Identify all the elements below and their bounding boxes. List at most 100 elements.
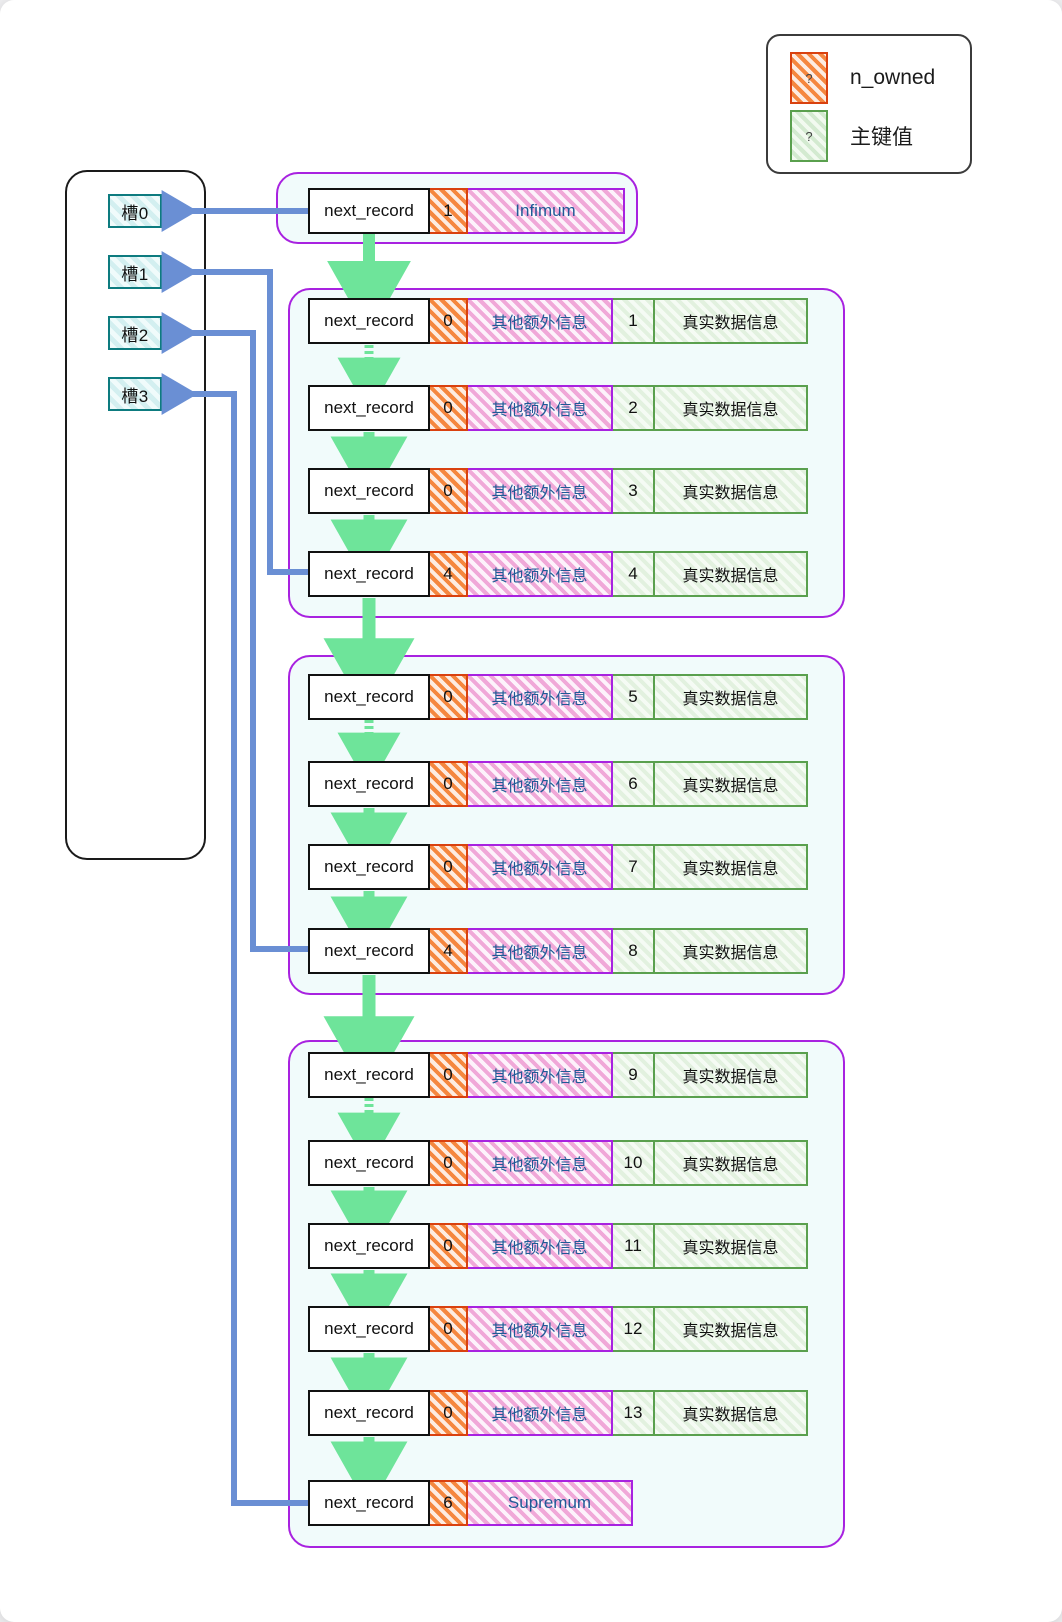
record-infimum-n-owned: 1 (430, 188, 468, 234)
record-13[interactable]: next_record 0 其他额外信息 13 真实数据信息 (308, 1390, 808, 1436)
record-11-extra: 其他额外信息 (468, 1223, 613, 1269)
record-9-key: 9 (613, 1052, 655, 1098)
record-10-key: 10 (613, 1140, 655, 1186)
record-7-data: 真实数据信息 (655, 844, 808, 890)
record-6-extra: 其他额外信息 (468, 761, 613, 807)
record-3-key: 3 (613, 468, 655, 514)
record-6-key: 6 (613, 761, 655, 807)
record-10-data: 真实数据信息 (655, 1140, 808, 1186)
record-6[interactable]: next_record 0 其他额外信息 6 真实数据信息 (308, 761, 808, 807)
n-owned-swatch-icon: ? (790, 52, 828, 104)
record-2-data: 真实数据信息 (655, 385, 808, 431)
record-group-3 (288, 1040, 845, 1548)
record-10[interactable]: next_record 0 其他额外信息 10 真实数据信息 (308, 1140, 808, 1186)
record-supremum-n-owned: 6 (430, 1480, 468, 1526)
record-9-extra: 其他额外信息 (468, 1052, 613, 1098)
record-1-next-record: next_record (308, 298, 430, 344)
record-11[interactable]: next_record 0 其他额外信息 11 真实数据信息 (308, 1223, 808, 1269)
record-4-extra: 其他额外信息 (468, 551, 613, 597)
slot-1[interactable]: 槽1 (108, 255, 162, 289)
record-12-next-record: next_record (308, 1306, 430, 1352)
record-supremum[interactable]: next_record 6 Supremum (308, 1480, 633, 1526)
record-2-n-owned: 0 (430, 385, 468, 431)
record-6-next-record: next_record (308, 761, 430, 807)
record-13-data: 真实数据信息 (655, 1390, 808, 1436)
record-9-n-owned: 0 (430, 1052, 468, 1098)
record-2-extra: 其他额外信息 (468, 385, 613, 431)
record-8-next-record: next_record (308, 928, 430, 974)
record-12-data: 真实数据信息 (655, 1306, 808, 1352)
record-7-key: 7 (613, 844, 655, 890)
slot-2[interactable]: 槽2 (108, 316, 162, 350)
record-6-data: 真实数据信息 (655, 761, 808, 807)
record-3-n-owned: 0 (430, 468, 468, 514)
record-3-extra: 其他额外信息 (468, 468, 613, 514)
record-1-data: 真实数据信息 (655, 298, 808, 344)
record-12[interactable]: next_record 0 其他额外信息 12 真实数据信息 (308, 1306, 808, 1352)
n-owned-swatch-mark: ? (805, 70, 813, 86)
record-9[interactable]: next_record 0 其他额外信息 9 真实数据信息 (308, 1052, 808, 1098)
record-9-next-record: next_record (308, 1052, 430, 1098)
legend-panel: ? n_owned ? 主键值 (766, 34, 972, 174)
record-11-next-record: next_record (308, 1223, 430, 1269)
record-7-extra: 其他额外信息 (468, 844, 613, 890)
legend-item-n-owned: ? n_owned (790, 52, 935, 104)
record-11-data: 真实数据信息 (655, 1223, 808, 1269)
slot-0[interactable]: 槽0 (108, 194, 162, 228)
record-8[interactable]: next_record 4 其他额外信息 8 真实数据信息 (308, 928, 808, 974)
record-12-key: 12 (613, 1306, 655, 1352)
record-6-n-owned: 0 (430, 761, 468, 807)
primary-key-swatch-mark: ? (805, 128, 813, 144)
record-4-data: 真实数据信息 (655, 551, 808, 597)
record-7[interactable]: next_record 0 其他额外信息 7 真实数据信息 (308, 844, 808, 890)
record-5[interactable]: next_record 0 其他额外信息 5 真实数据信息 (308, 674, 808, 720)
record-5-key: 5 (613, 674, 655, 720)
record-10-extra: 其他额外信息 (468, 1140, 613, 1186)
legend-item-primary-key: ? 主键值 (790, 110, 913, 162)
record-3[interactable]: next_record 0 其他额外信息 3 真实数据信息 (308, 468, 808, 514)
record-7-next-record: next_record (308, 844, 430, 890)
record-13-extra: 其他额外信息 (468, 1390, 613, 1436)
record-8-key: 8 (613, 928, 655, 974)
record-5-extra: 其他额外信息 (468, 674, 613, 720)
record-infimum[interactable]: next_record 1 Infimum (308, 188, 625, 234)
record-8-extra: 其他额外信息 (468, 928, 613, 974)
record-12-extra: 其他额外信息 (468, 1306, 613, 1352)
record-11-key: 11 (613, 1223, 655, 1269)
record-supremum-label: Supremum (468, 1480, 633, 1526)
record-1-extra: 其他额外信息 (468, 298, 613, 344)
record-5-data: 真实数据信息 (655, 674, 808, 720)
legend-label-primary-key: 主键值 (850, 126, 913, 149)
record-3-next-record: next_record (308, 468, 430, 514)
record-3-data: 真实数据信息 (655, 468, 808, 514)
legend-label-n-owned: n_owned (850, 66, 936, 89)
record-13-next-record: next_record (308, 1390, 430, 1436)
record-infimum-label: Infimum (468, 188, 625, 234)
record-2-key: 2 (613, 385, 655, 431)
record-4[interactable]: next_record 4 其他额外信息 4 真实数据信息 (308, 551, 808, 597)
record-8-n-owned: 4 (430, 928, 468, 974)
record-2[interactable]: next_record 0 其他额外信息 2 真实数据信息 (308, 385, 808, 431)
record-1[interactable]: next_record 0 其他额外信息 1 真实数据信息 (308, 298, 808, 344)
record-infimum-next-record: next_record (308, 188, 430, 234)
record-13-key: 13 (613, 1390, 655, 1436)
record-2-next-record: next_record (308, 385, 430, 431)
record-7-n-owned: 0 (430, 844, 468, 890)
record-9-data: 真实数据信息 (655, 1052, 808, 1098)
record-4-n-owned: 4 (430, 551, 468, 597)
record-5-n-owned: 0 (430, 674, 468, 720)
record-4-next-record: next_record (308, 551, 430, 597)
record-12-n-owned: 0 (430, 1306, 468, 1352)
record-8-data: 真实数据信息 (655, 928, 808, 974)
primary-key-swatch-icon: ? (790, 110, 828, 162)
record-supremum-next-record: next_record (308, 1480, 430, 1526)
record-13-n-owned: 0 (430, 1390, 468, 1436)
record-10-next-record: next_record (308, 1140, 430, 1186)
record-11-n-owned: 0 (430, 1223, 468, 1269)
slot-3[interactable]: 槽3 (108, 377, 162, 411)
record-5-next-record: next_record (308, 674, 430, 720)
record-4-key: 4 (613, 551, 655, 597)
record-10-n-owned: 0 (430, 1140, 468, 1186)
record-1-n-owned: 0 (430, 298, 468, 344)
